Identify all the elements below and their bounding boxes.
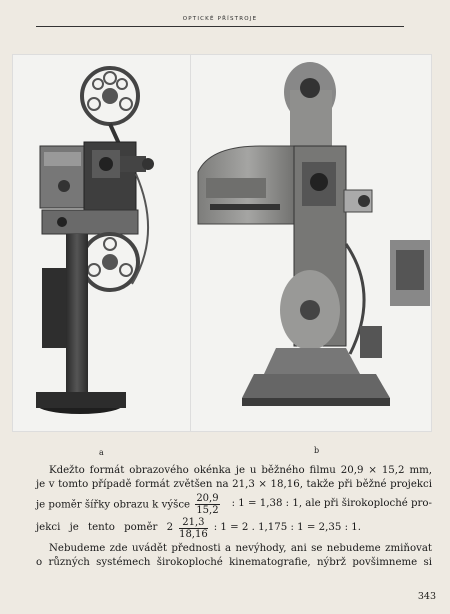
- body-line-2: je v tomto případě formát zvětšen na 21,…: [36, 479, 432, 490]
- running-header: OPTICKÉ PŘÍSTROJE: [36, 6, 404, 27]
- photo-projector-a: [12, 54, 192, 432]
- running-header-title: OPTICKÉ PŘÍSTROJE: [182, 16, 258, 22]
- photo-projector-b: [190, 54, 432, 432]
- body-text: Kdežto formát obrazového okénka je u běž…: [36, 464, 432, 570]
- figure-caption-a: a: [99, 448, 104, 457]
- body-line-3: je poměr šířky obrazu k výšce 20,9 15,2 …: [36, 492, 432, 516]
- body-line-6: o různých systémech širokoploché kinemat…: [36, 557, 432, 568]
- fraction-2: 21,3 18,16: [179, 517, 208, 540]
- body-line-3-text: je poměr šířky obrazu k výšce: [36, 499, 191, 510]
- fraction-1: 20,9 15,2: [195, 492, 220, 516]
- body-line-4: jekci je tento poměr 2 21,3 18,16 : 1 = …: [36, 516, 432, 540]
- body-line-5: Nebudeme zde uvádět přednosti a nevýhody…: [49, 543, 432, 554]
- body-line-1: Kdežto formát obrazového okénka je u běž…: [49, 465, 432, 476]
- figure-caption-b: b: [314, 446, 320, 455]
- body-line-4-rest: : 1 = 2 . 1,175 : 1 = 2,35 : 1.: [213, 522, 361, 533]
- body-line-3-rest: : 1 = 1,38 : 1, ale při širokoploché pro…: [231, 498, 432, 509]
- fraction-2-denominator: 18,16: [179, 528, 208, 540]
- fraction-1-numerator: 20,9: [195, 492, 220, 505]
- fraction-2-numerator: 21,3: [179, 517, 208, 529]
- fraction-1-denominator: 15,2: [196, 504, 219, 516]
- body-line-4-text: jekci je tento poměr 2: [36, 522, 174, 533]
- page-number: 343: [417, 591, 436, 602]
